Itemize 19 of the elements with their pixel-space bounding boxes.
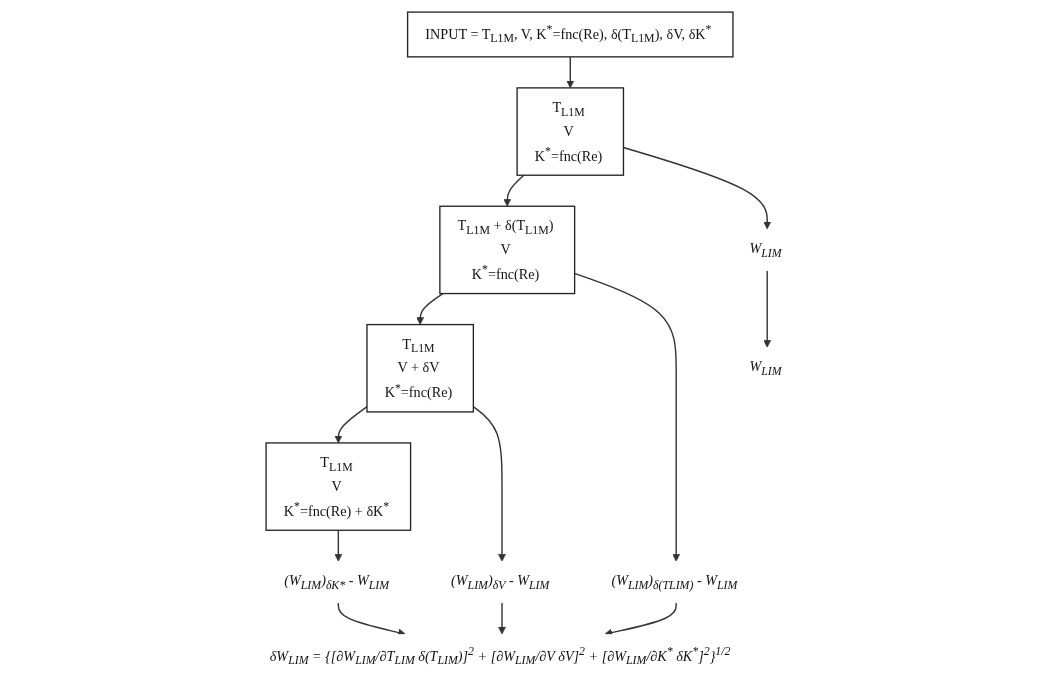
arrow bbox=[604, 602, 677, 637]
node-text: (W$_{LIM}$)$_{δK*}$ - W$_{LIM}$ bbox=[284, 572, 390, 592]
arrow bbox=[416, 292, 444, 325]
arrow bbox=[498, 602, 506, 635]
arrow bbox=[334, 529, 343, 562]
arrow bbox=[763, 270, 772, 348]
node-box: T$_{L1M}$ V + δV K$^{*}$=fnc(Re) bbox=[366, 323, 475, 413]
node-text: (W$_{LIM}$)$_{δ(TLIM)}$ - W$_{LIM}$ bbox=[611, 572, 738, 592]
node-box: T$_{L1M}$ V K$^{*}$=fnc(Re) bbox=[516, 87, 625, 176]
node-box: T$_{L1M}$ V K$^{*}$=fnc(Re) + δK$^{*}$ bbox=[265, 442, 412, 531]
arrow bbox=[503, 174, 525, 207]
node-text: δW$_{LIM}$ = {[∂W$_{LIM}$/∂T$_{LIM}$ δ(T$_{LIM}$)]$^{2}$ + [∂W$_{LIM}$/∂V δV]$^{2}$ + [∂W$_{LIM}$/∂K$^{*}$ δK$^{*}$]$^{2}$}$^{1/2}$ bbox=[269, 644, 731, 668]
arrow bbox=[337, 602, 406, 637]
node-box: T$_{L1M}$ + δ(T$_{L1M}$) V K$^{*}$=fnc(Re) bbox=[439, 205, 576, 295]
node-text: W$_{LIM}$ bbox=[749, 358, 782, 378]
node-text: (W$_{LIM}$)$_{δV}$ - W$_{LIM}$ bbox=[451, 572, 550, 592]
arrow bbox=[566, 56, 575, 89]
node-text: W$_{LIM}$ bbox=[749, 240, 782, 260]
node-box: INPUT = T$_{L1M}$, V, K$^{*}$=fnc(Re), δ(T$_{L1M}$), δV, δK$^{*}$ bbox=[407, 11, 734, 58]
